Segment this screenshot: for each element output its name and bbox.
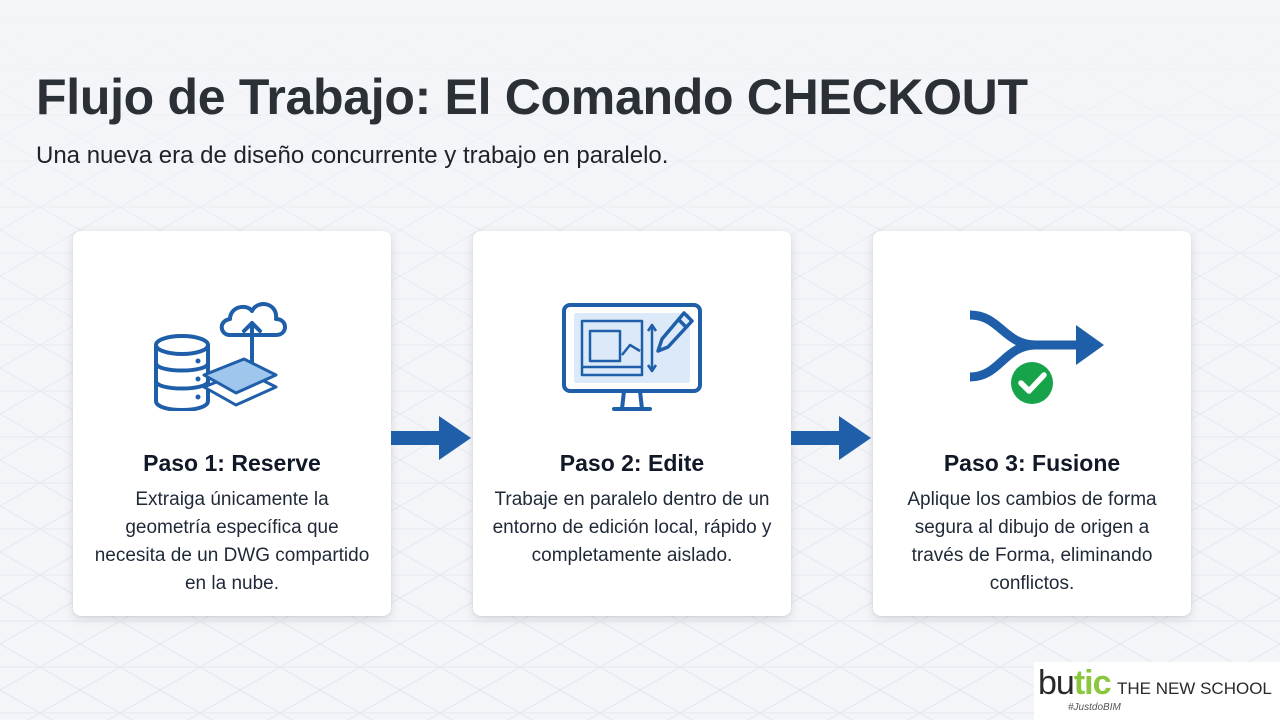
step-card-reserve: Paso 1: Reserve Extraiga únicamente la g… <box>73 231 391 616</box>
logo-brand-part1: bu <box>1038 664 1075 702</box>
merge-arrow-check-icon <box>969 310 1104 408</box>
step-title: Paso 1: Reserve <box>143 450 321 476</box>
step-title: Paso 3: Fusione <box>943 450 1121 476</box>
database-cloud-upload-icon <box>154 302 287 411</box>
butic-logo: butic THE NEW SCHOOL #JustdoBIM <box>1034 662 1280 720</box>
logo-brand-suffix: THE NEW SCHOOL <box>1116 679 1272 698</box>
step-description: Trabaje en paralelo dentro de un entorno… <box>492 489 772 566</box>
logo-wordmark: butic THE NEW SCHOOL <box>1038 664 1272 703</box>
flow-arrow-right-icon <box>791 416 871 460</box>
page-title: Flujo de Trabajo: El Comando CHECKOUT <box>36 69 1028 125</box>
logo-brand-part2: tic <box>1073 664 1112 702</box>
step-card-merge: Paso 3: Fusione Aplique los cambios de f… <box>873 231 1191 616</box>
step-description: Aplique los cambios de forma segura al d… <box>907 489 1157 594</box>
step-title: Paso 2: Edite <box>559 450 705 476</box>
page-subtitle: Una nueva era de diseño concurrente y tr… <box>36 142 669 169</box>
flow-arrow-right-icon <box>391 416 471 460</box>
logo-tagline: #JustdoBIM <box>1068 702 1121 713</box>
step-card-edit: Paso 2: Edite Trabaje en paralelo dentro… <box>473 231 791 616</box>
monitor-drawing-pencil-icon <box>562 303 702 411</box>
step-description: Extraiga únicamente la geometría específ… <box>94 489 370 594</box>
